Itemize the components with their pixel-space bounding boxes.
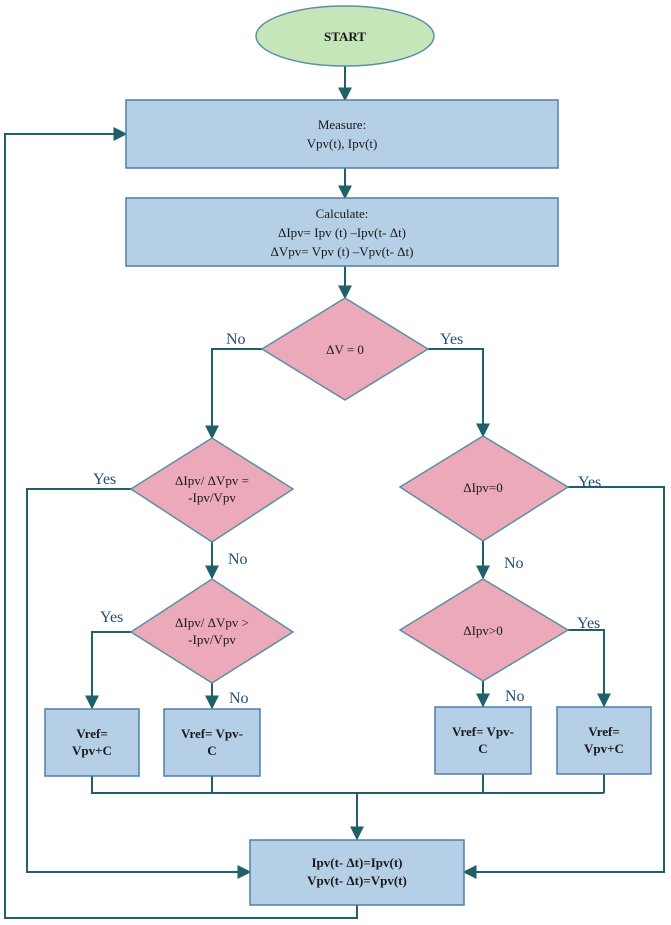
vref-right-plus-line1: Vref= [588, 724, 619, 739]
arrow-gt-yes [85, 631, 131, 710]
label-dipos-no: No [505, 688, 525, 705]
decision-di-positive: ΔIpv>0 [398, 578, 570, 682]
label-dipos-yes: Yes [577, 615, 600, 632]
update-line2: Vpv(t- Δt)=Vpv(t) [307, 873, 407, 888]
arrow-dv-yes [428, 348, 490, 438]
vref-right-plus-line2: Vpv+C [584, 741, 624, 756]
decision-gt-line1: ΔIpv/ ΔVpv > [175, 615, 249, 630]
vref-right-minus-line1: Vref= Vpv- [452, 724, 514, 739]
label-di0-yes: Yes [578, 474, 601, 491]
vref-box-left-minus: Vref= Vpv- C [163, 708, 261, 777]
start-terminal: START [255, 5, 435, 67]
label-eq-no: No [228, 551, 248, 568]
decision-eq-line2: -Ipv/Vpv [188, 490, 236, 505]
merge-line [91, 774, 605, 794]
update-box: Ipv(t- Δt)=Ipv(t) Vpv(t- Δt)=Vpv(t) [249, 839, 465, 906]
vref-box-left-plus: Vref= Vpv+C [44, 708, 140, 777]
measure-box: Measure: Vpv(t), Ipv(t) [125, 99, 559, 169]
decision-dv-zero: ΔV = 0 [260, 297, 430, 401]
label-dv-no: No [226, 331, 246, 348]
calculate-line1: Calculate: [316, 206, 369, 221]
vref-left-minus-line1: Vref= Vpv- [181, 726, 243, 741]
arrow-dipos-yes [568, 629, 611, 708]
vref-box-right-plus: Vref= Vpv+C [556, 706, 652, 775]
decision-slope-greater: ΔIpv/ ΔVpv > -Ipv/Vpv [129, 578, 295, 684]
calculate-box: Calculate: ΔIpv= Ipv (t) –Ipv(t- Δt) ΔVp… [125, 197, 559, 267]
arrow-dv-no [205, 348, 262, 440]
label-gt-yes: Yes [100, 609, 123, 626]
label-gt-no: No [229, 690, 249, 707]
decision-dv-text: ΔV = 0 [326, 342, 364, 357]
calculate-line2: ΔIpv= Ipv (t) –Ipv(t- Δt) [278, 225, 406, 240]
vref-left-plus-line1: Vref= [76, 726, 107, 741]
arrow-eq-yes-to-update [26, 488, 252, 879]
vref-box-right-minus: Vref= Vpv- C [434, 706, 532, 775]
label-eq-yes: Yes [93, 471, 116, 488]
arrow-di0-yes-to-update [462, 486, 665, 879]
decision-di0-text: ΔIpv=0 [463, 480, 503, 495]
vref-left-plus-line2: Vpv+C [72, 743, 112, 758]
update-line1: Ipv(t- Δt)=Ipv(t) [311, 855, 402, 870]
measure-line2: Vpv(t), Ipv(t) [307, 136, 378, 151]
label-dv-yes: Yes [440, 331, 463, 348]
arrow-update-loop-to-measure [4, 127, 358, 919]
decision-slope-equal: ΔIpv/ ΔVpv = -Ipv/Vpv [129, 437, 295, 543]
calculate-line3: ΔVpv= Vpv (t) –Vpv(t- Δt) [271, 244, 414, 259]
vref-right-minus-line2: C [478, 741, 487, 756]
decision-eq-line1: ΔIpv/ ΔVpv = [175, 473, 249, 488]
label-di0-no: No [504, 555, 524, 572]
decision-gt-line2: -Ipv/Vpv [188, 632, 236, 647]
connectors [4, 66, 665, 919]
measure-line1: Measure: [318, 117, 366, 132]
vref-left-minus-line2: C [207, 743, 216, 758]
decision-di-zero: ΔIpv=0 [398, 435, 570, 542]
decision-dipos-text: ΔIpv>0 [463, 623, 503, 638]
start-label: START [324, 29, 366, 44]
